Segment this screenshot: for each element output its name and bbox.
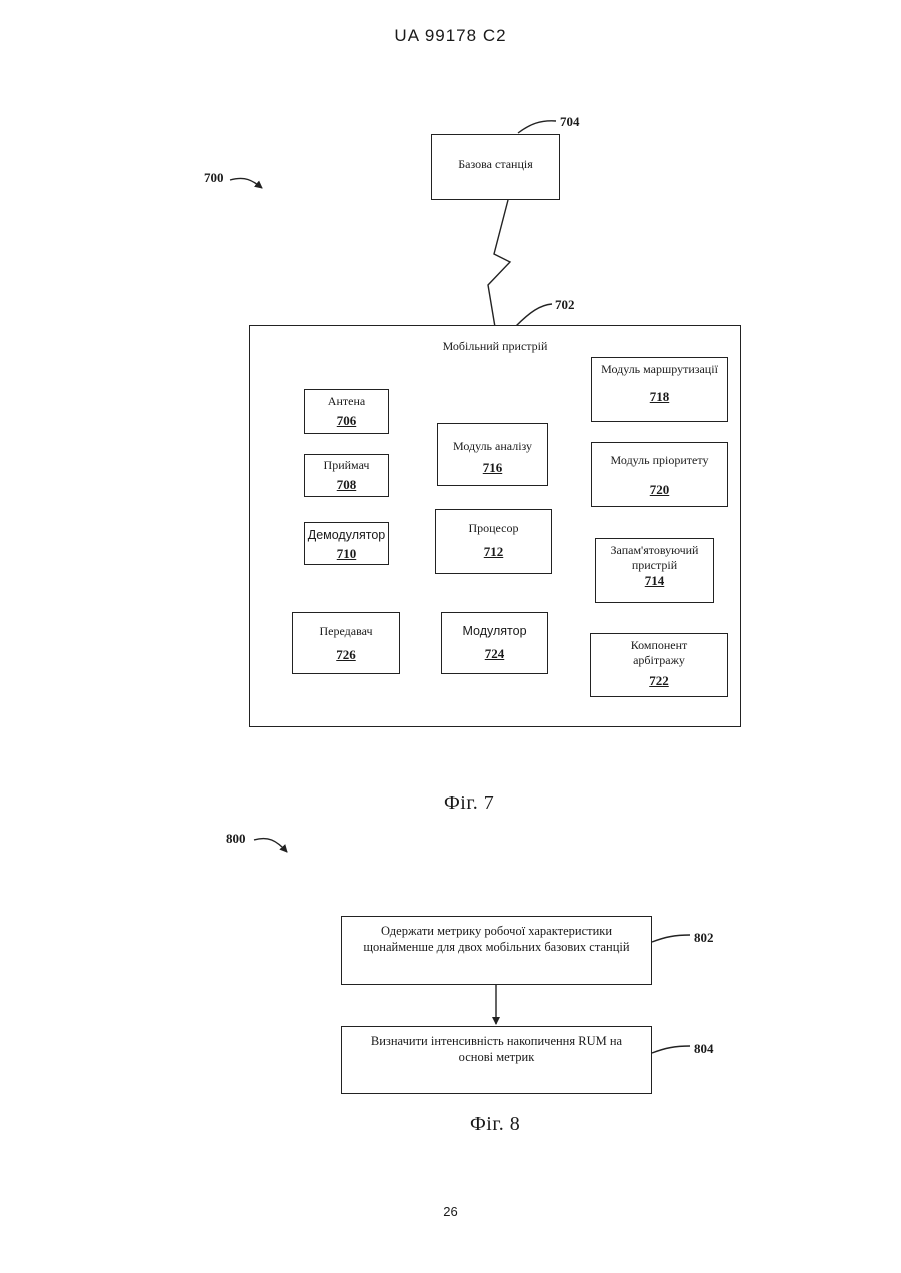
step-802-box: Одержати метрику робочої характеристики … <box>341 916 652 985</box>
antenna-number: 706 <box>305 413 388 429</box>
analysis-module-block: Модуль аналізу 716 <box>437 423 548 486</box>
processor-block: Процесор 712 <box>435 509 552 574</box>
analysis-module-label: Модуль аналізу <box>438 439 547 454</box>
arbitration-number: 722 <box>591 673 727 689</box>
modulator-block: Модулятор 724 <box>441 612 548 674</box>
ref-704: 704 <box>560 114 580 130</box>
antenna-label: Антена <box>305 394 388 409</box>
arbitration-block: Компонент арбітражу 722 <box>590 633 728 697</box>
demodulator-number: 710 <box>305 546 388 562</box>
ref-804: 804 <box>694 1041 714 1057</box>
processor-label: Процесор <box>436 521 551 536</box>
figure-8-caption: Фіг. 8 <box>470 1113 520 1136</box>
processor-number: 712 <box>436 544 551 560</box>
step-802-line1: Одержати метрику робочої характеристики <box>342 924 651 940</box>
ref-800: 800 <box>226 831 246 847</box>
routing-module-label: Модуль маршрутизації <box>592 362 727 377</box>
priority-module-label: Модуль пріоритету <box>592 453 727 468</box>
base-station-label: Базова станція <box>432 157 559 172</box>
routing-module-block: Модуль маршрутизації 718 <box>591 357 728 422</box>
transmitter-block: Передавач 726 <box>292 612 400 674</box>
demodulator-block: Демодулятор 710 <box>304 522 389 565</box>
mobile-device-label: Мобільний пристрій <box>250 339 740 354</box>
figure-7-caption: Фіг. 7 <box>444 792 494 815</box>
transmitter-number: 726 <box>293 647 399 663</box>
step-804-line1: Визначити інтенсивність накопичення RUM … <box>342 1034 651 1050</box>
receiver-label: Приймач <box>305 458 388 473</box>
arbitration-label-line2: арбітражу <box>591 653 727 668</box>
receiver-block: Приймач 708 <box>304 454 389 497</box>
page-number: 26 <box>0 1204 901 1219</box>
base-station-box: Базова станція <box>431 134 560 200</box>
ref-802: 802 <box>694 930 714 946</box>
priority-module-block: Модуль пріоритету 720 <box>591 442 728 507</box>
routing-module-number: 718 <box>592 389 727 405</box>
receiver-number: 708 <box>305 477 388 493</box>
memory-number: 714 <box>596 573 713 589</box>
step-804-box: Визначити інтенсивність накопичення RUM … <box>341 1026 652 1094</box>
memory-label-line1: Запам'ятовуючий <box>596 543 713 558</box>
antenna-block: Антена 706 <box>304 389 389 434</box>
arbitration-label-line1: Компонент <box>591 638 727 653</box>
analysis-module-number: 716 <box>438 460 547 476</box>
memory-block: Запам'ятовуючий пристрій 714 <box>595 538 714 603</box>
priority-module-number: 720 <box>592 482 727 498</box>
modulator-number: 724 <box>442 646 547 662</box>
ref-700: 700 <box>204 170 224 186</box>
step-802-line2: щонайменше для двох мобільних базових ст… <box>342 940 651 956</box>
transmitter-label: Передавач <box>293 624 399 639</box>
ref-702: 702 <box>555 297 575 313</box>
modulator-label: Модулятор <box>442 624 547 640</box>
step-804-line2: основі метрик <box>342 1050 651 1066</box>
demodulator-label: Демодулятор <box>305 528 388 544</box>
memory-label-line2: пристрій <box>596 558 713 573</box>
